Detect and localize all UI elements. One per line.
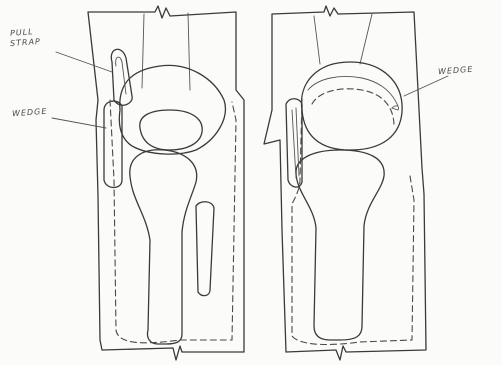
- left-pull-strap: [111, 49, 132, 105]
- left-pull-strap-leader: [56, 52, 112, 72]
- right-femur-shaft-right: [360, 14, 372, 64]
- right-wedge-area: [312, 89, 394, 126]
- right-wedge-shading: [292, 108, 299, 178]
- right-wedge-mark: [392, 106, 399, 110]
- right-wedge-leader: [404, 76, 448, 96]
- pull-strap-label-line1: PULL: [10, 27, 34, 38]
- right-cast-outline: [264, 6, 426, 360]
- left-femur-shaft: [142, 14, 144, 88]
- left-patella: [140, 110, 202, 150]
- right-view: [264, 6, 448, 360]
- left-wedge-leader: [52, 118, 106, 128]
- left-femur-shaft-right: [188, 13, 190, 90]
- left-tibia: [130, 150, 197, 344]
- left-fibula: [196, 202, 214, 296]
- left-pull-strap-inner: [116, 57, 126, 94]
- right-femoral-condyle: [301, 62, 402, 150]
- right-tibia: [296, 150, 384, 340]
- right-femur-shaft: [314, 16, 320, 64]
- left-cast-lining: [110, 100, 236, 343]
- left-view: [52, 6, 244, 360]
